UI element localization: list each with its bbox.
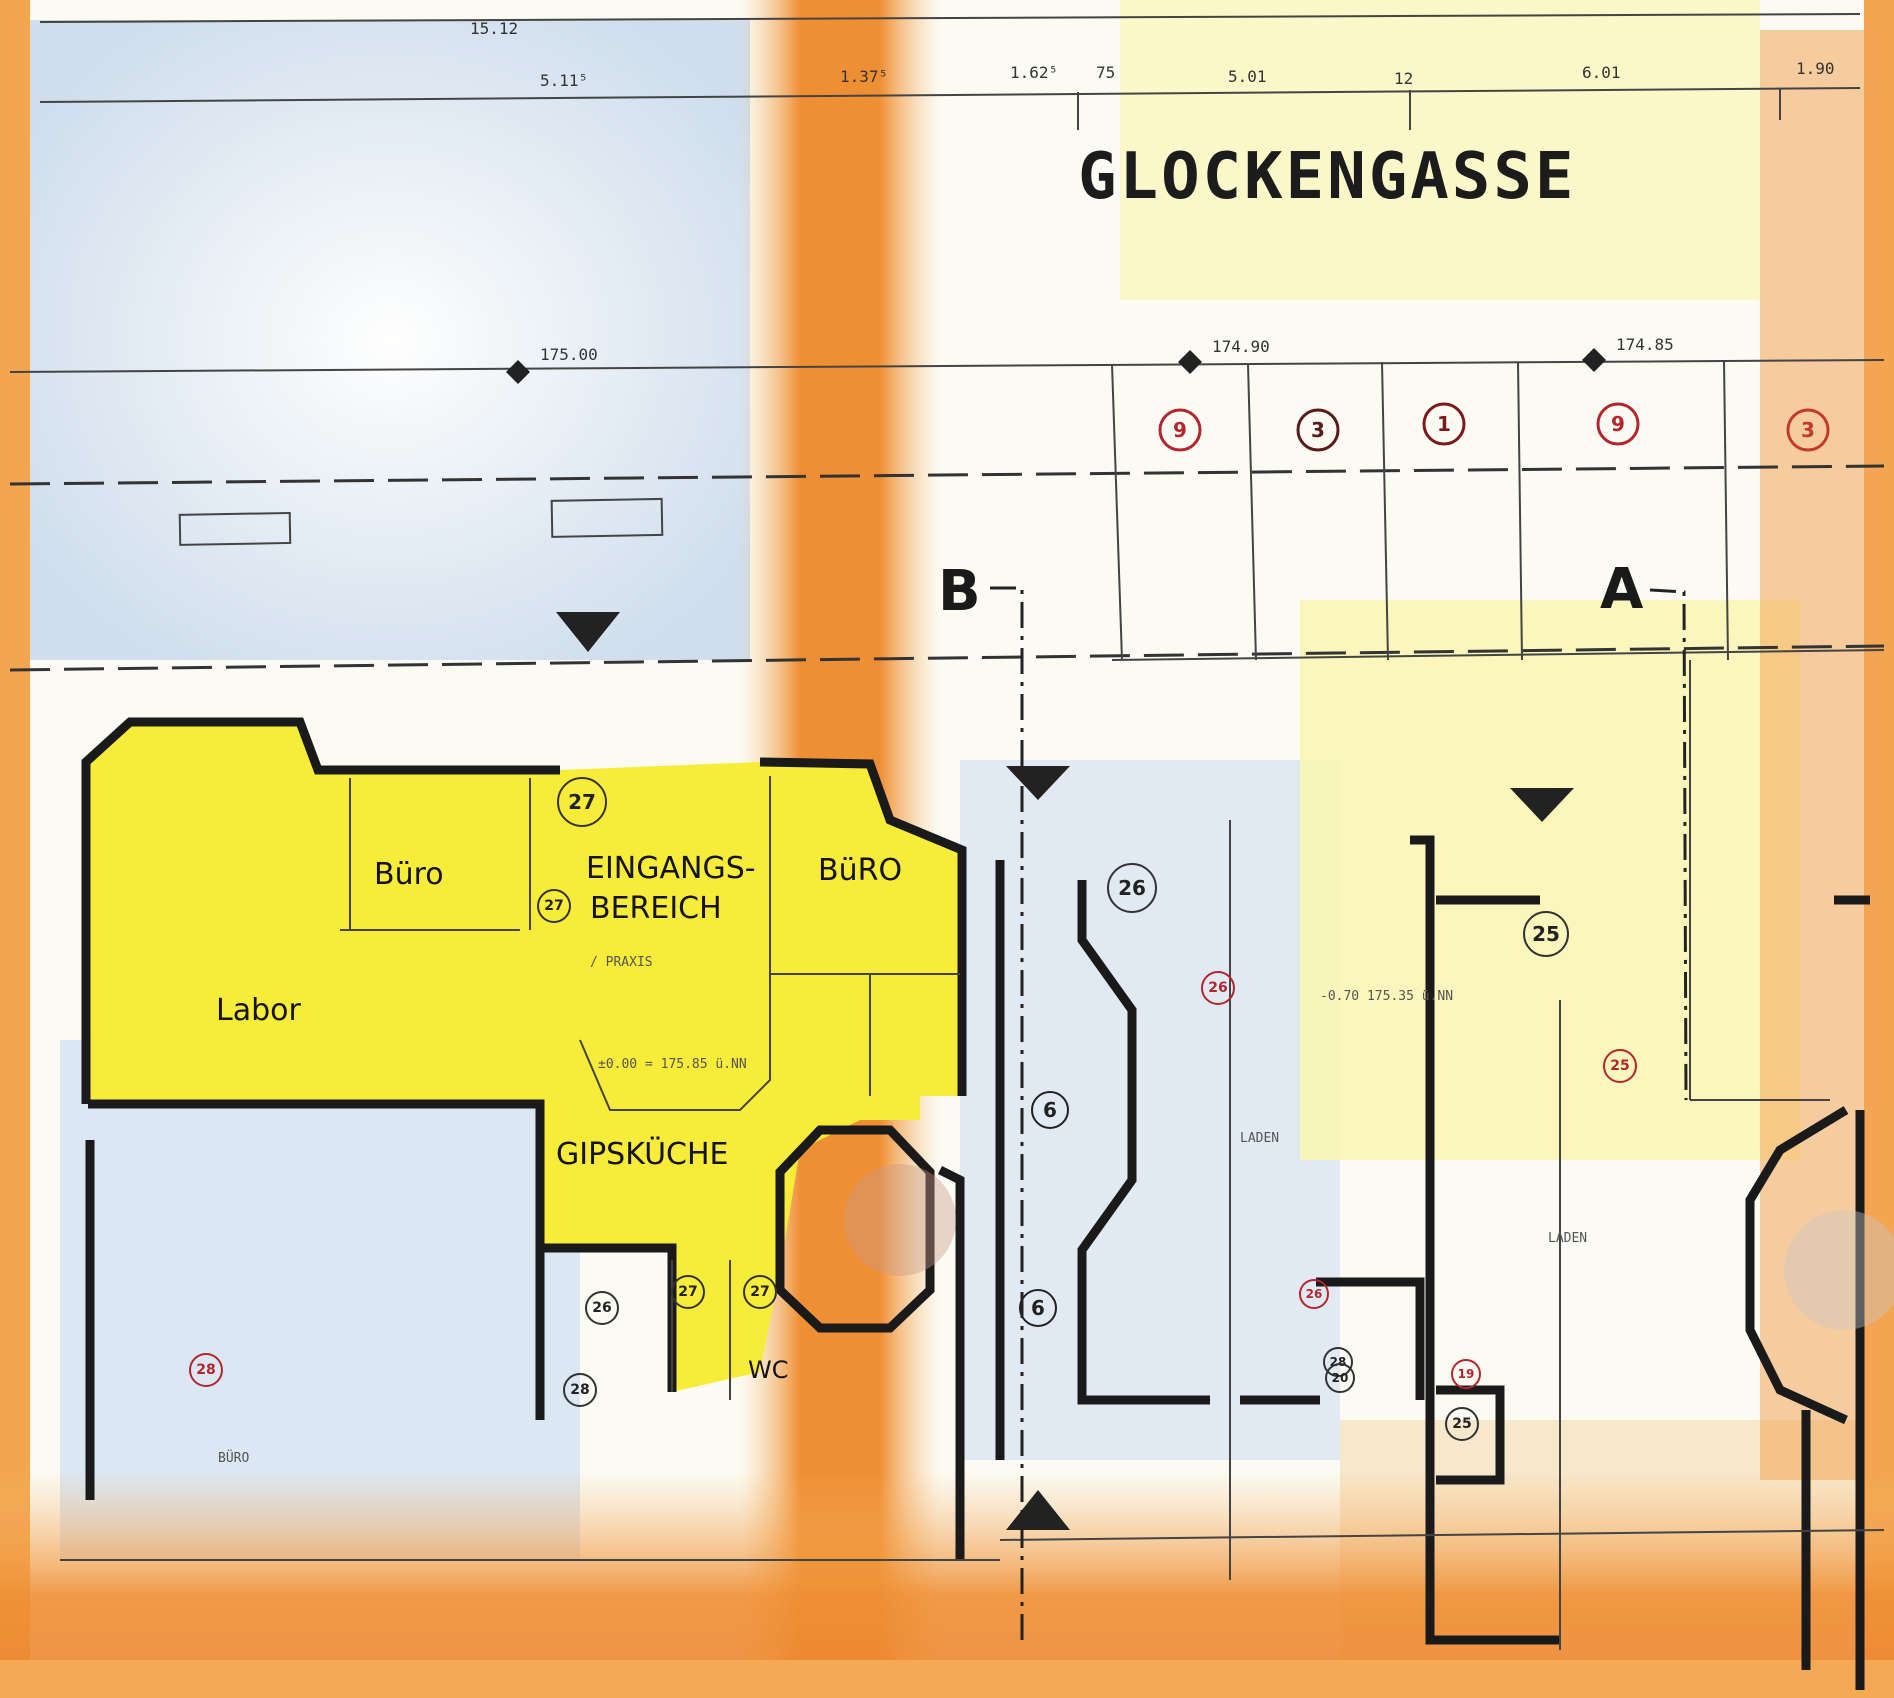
dim-label: 5.01 xyxy=(1228,67,1267,86)
svg-text:9: 9 xyxy=(1611,412,1625,436)
parking-number: 3 xyxy=(1296,408,1340,452)
room-labels: Labor Büro BüRO EINGANGS- BEREICH GIPSKÜ… xyxy=(216,851,1587,1466)
room-label-buero: BüRO xyxy=(818,853,902,888)
room-label-eingang: EINGANGS- xyxy=(586,851,756,886)
room-label-buero: Büro xyxy=(374,857,444,892)
room-number: 25 xyxy=(1603,1049,1637,1083)
room-number: 28 xyxy=(563,1373,597,1407)
sidewalk xyxy=(9,359,1885,672)
triangle-down-icon xyxy=(1510,788,1574,822)
street-name: GLOCKENGASSE xyxy=(1078,140,1576,214)
section-marker-a: A xyxy=(1600,557,1644,622)
svg-text:25: 25 xyxy=(1610,1058,1629,1074)
room-number: 26 xyxy=(1201,971,1235,1005)
svg-text:1: 1 xyxy=(1437,412,1451,436)
dim-label: 12 xyxy=(1394,69,1413,88)
room-number: 26 xyxy=(585,1291,619,1325)
section-lines xyxy=(990,586,1688,1640)
circled-numbers: 9 3 1 9 3 27 27 27 xyxy=(189,402,1830,1441)
level-label: ±0.00 = 175.85 ü.NN xyxy=(598,1057,747,1072)
svg-text:9: 9 xyxy=(1173,418,1187,442)
level-markers: 175.00 174.90 174.85 xyxy=(506,335,1674,384)
practice-area-highlight xyxy=(86,722,962,1392)
dimension-line-top: 15.12 5.11⁵ 1.37⁵ 1.62⁵ 75 5.01 12 6.01 … xyxy=(39,13,1861,130)
room-number: 26 xyxy=(1107,863,1157,913)
svg-text:26: 26 xyxy=(1118,876,1146,900)
level-label: 175.00 xyxy=(540,345,598,364)
svg-text:27: 27 xyxy=(678,1284,697,1300)
svg-text:28: 28 xyxy=(570,1382,589,1398)
svg-text:27: 27 xyxy=(568,790,596,814)
parking-number: 1 xyxy=(1422,402,1466,446)
room-label-buero: BÜRO xyxy=(218,1449,249,1466)
room-number: 19 xyxy=(1451,1359,1481,1389)
walls xyxy=(81,717,1870,1690)
svg-text:27: 27 xyxy=(750,1284,769,1300)
level-marker-icon xyxy=(1178,350,1202,374)
dim-label: 75 xyxy=(1096,63,1115,82)
room-number: 25 xyxy=(1523,911,1569,957)
parking-number: 9 xyxy=(1158,408,1202,452)
room-number: 20 xyxy=(1325,1363,1355,1393)
room-label-laden: LADEN xyxy=(1240,1131,1279,1146)
room-number: 28 xyxy=(189,1353,223,1387)
room-label-gipskueche: GIPSKÜCHE xyxy=(556,1136,729,1172)
stair-cores xyxy=(844,1164,1894,1330)
dim-label: 6.01 xyxy=(1582,63,1621,82)
section-marker-b: B xyxy=(938,559,981,624)
svg-text:26: 26 xyxy=(592,1300,611,1316)
room-number: 6 xyxy=(1031,1091,1069,1129)
dim-label: 1.62⁵ xyxy=(1010,63,1058,82)
svg-text:6: 6 xyxy=(1043,1098,1057,1122)
triangle-down-icon xyxy=(556,612,620,652)
svg-text:3: 3 xyxy=(1801,418,1815,442)
dim-label: 1.37⁵ xyxy=(840,67,888,86)
level-marker-icon xyxy=(506,360,530,384)
svg-text:28: 28 xyxy=(196,1362,215,1378)
svg-text:19: 19 xyxy=(1458,1367,1475,1381)
svg-text:27: 27 xyxy=(544,898,563,914)
room-number: 27 xyxy=(743,1275,777,1309)
room-number: 6 xyxy=(1019,1289,1057,1327)
svg-text:25: 25 xyxy=(1452,1416,1471,1432)
level-label: 174.90 xyxy=(1212,337,1270,356)
room-number: 26 xyxy=(1299,1279,1329,1309)
svg-text:20: 20 xyxy=(1332,1371,1349,1385)
level-marker-icon xyxy=(1582,348,1606,372)
room-number: 27 xyxy=(671,1275,705,1309)
partitions xyxy=(60,660,1885,1650)
svg-text:6: 6 xyxy=(1031,1296,1045,1320)
room-label-labor: Labor xyxy=(216,993,301,1028)
parking-number: 3 xyxy=(1786,408,1830,452)
dim-label: 15.12 xyxy=(470,19,518,38)
level-label: -0.70 175.35 ü.NN xyxy=(1320,989,1453,1004)
dim-label: 5.11⁵ xyxy=(540,71,588,90)
level-label: 174.85 xyxy=(1616,335,1674,354)
svg-text:3: 3 xyxy=(1311,418,1325,442)
room-number: 27 xyxy=(537,889,571,923)
svg-text:26: 26 xyxy=(1306,1287,1323,1301)
parking-bays xyxy=(1111,359,1885,661)
triangle-up-icon xyxy=(1006,1490,1070,1530)
room-label-wc: WC xyxy=(748,1356,789,1384)
room-number: 27 xyxy=(557,777,607,827)
room-label-laden: LADEN xyxy=(1548,1231,1587,1246)
parking-number: 9 xyxy=(1596,402,1640,446)
svg-text:25: 25 xyxy=(1532,922,1560,946)
dim-label: 1.90 xyxy=(1796,59,1835,78)
room-label-praxis: / PRAXIS xyxy=(590,955,653,970)
room-number: 25 xyxy=(1445,1407,1479,1441)
svg-text:26: 26 xyxy=(1208,980,1227,996)
direction-markers xyxy=(556,612,1574,1530)
room-label-eingang: BEREICH xyxy=(590,891,722,926)
triangle-down-icon xyxy=(1006,766,1070,800)
